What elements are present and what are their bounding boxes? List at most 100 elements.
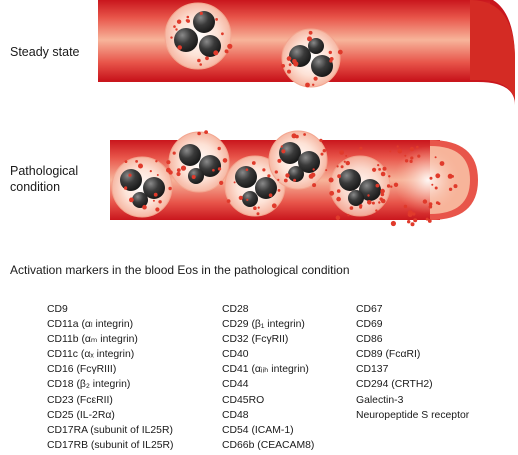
granule-dot <box>246 198 249 201</box>
granule-dot <box>319 138 323 142</box>
granule-dot <box>410 156 414 160</box>
granule-dot <box>336 189 341 193</box>
granule-dot <box>138 163 143 169</box>
granule-dot <box>219 180 224 185</box>
granule-dot <box>212 168 215 172</box>
marker-item: CD54 (ICAM-1) <box>222 424 294 436</box>
granule-dot <box>325 169 328 172</box>
granule-dot <box>313 76 318 81</box>
granule-dot <box>262 168 266 172</box>
eosinophil-vessel-illustration <box>98 0 515 227</box>
marker-item: CD67 <box>356 304 383 315</box>
granule-dot <box>451 175 454 178</box>
granule-dot <box>308 173 314 179</box>
granule-dot <box>322 149 326 153</box>
granule-dot <box>197 58 201 63</box>
granule-dot <box>286 56 292 61</box>
granule-dot <box>307 36 312 42</box>
granule-dot <box>149 170 152 173</box>
granule-dot <box>359 146 363 151</box>
granule-dot <box>283 178 288 183</box>
marker-item: CD48 <box>222 409 249 421</box>
granule-dot <box>339 150 345 155</box>
granule-dot <box>403 204 408 209</box>
granule-dot <box>166 160 171 165</box>
granule-dot <box>153 192 158 197</box>
granule-dot <box>437 202 440 205</box>
granule-dot <box>274 170 278 174</box>
granule-dot <box>378 168 381 171</box>
eosinophil-granules <box>124 11 458 227</box>
granule-dot <box>185 19 189 22</box>
granule-dot <box>372 167 377 172</box>
granule-dot <box>427 219 432 223</box>
granule-dot <box>434 156 437 159</box>
granule-dot <box>176 168 181 173</box>
granule-dot <box>217 146 221 151</box>
granule-dot <box>337 49 343 55</box>
granule-dot <box>336 165 339 168</box>
granule-dot <box>390 185 393 188</box>
granule-dot <box>204 130 209 135</box>
granule-dot <box>180 165 187 171</box>
granule-dot <box>328 177 334 183</box>
granule-dot <box>173 25 176 28</box>
granule-dot <box>251 161 256 165</box>
marker-item: CD89 (FcαRI) <box>356 349 421 361</box>
granule-dot <box>213 50 219 56</box>
granule-dot <box>305 82 310 88</box>
granule-dot <box>380 192 385 197</box>
marker-item: CD137 <box>356 364 389 376</box>
granule-dot <box>199 63 202 66</box>
granule-dot <box>435 173 441 179</box>
granule-dot <box>413 218 418 223</box>
granule-dot <box>277 189 281 192</box>
granule-dot <box>199 11 203 15</box>
granule-dot <box>205 56 209 61</box>
granule-dot <box>295 134 299 139</box>
granule-dot <box>292 59 297 64</box>
granule-dot <box>345 160 350 166</box>
granule-dot <box>155 160 158 163</box>
eosinophil-steady-2 <box>281 28 341 88</box>
marker-item: CD11b (αₘ integrin) <box>47 334 138 346</box>
granule-dot <box>367 194 370 197</box>
granule-dot <box>277 158 282 163</box>
granule-dot <box>404 159 409 163</box>
marker-item: CD17RA (subunit of IL25R) <box>47 424 173 436</box>
marker-item: CD16 (FcγRIII) <box>47 364 117 376</box>
granule-dot <box>277 178 280 181</box>
granule-dot <box>293 178 297 182</box>
granule-dot <box>378 201 381 204</box>
granule-dot <box>267 174 271 178</box>
granule-dot <box>380 188 385 194</box>
granule-dot <box>380 171 386 177</box>
granule-dot <box>439 161 445 166</box>
granule-dot <box>280 145 283 148</box>
granule-dot <box>257 206 260 209</box>
marker-item: CD86 <box>356 334 383 346</box>
granule-dot <box>382 166 387 171</box>
granule-dot <box>377 164 380 167</box>
granule-dot <box>158 200 162 204</box>
granule-dot <box>347 214 350 217</box>
granule-dot <box>329 57 334 61</box>
granule-dot <box>388 175 391 178</box>
granule-dot <box>285 173 290 178</box>
markers-heading: Activation markers in the blood Eos in t… <box>10 263 350 277</box>
granule-dot <box>175 28 178 31</box>
granule-dot <box>271 203 277 209</box>
granule-dot <box>312 168 315 171</box>
granule-dot <box>291 133 297 139</box>
granule-dot <box>337 174 341 179</box>
granule-dot <box>288 63 292 67</box>
granule-dot <box>396 145 399 148</box>
granule-dot <box>336 196 341 202</box>
marker-item: CD11a (αₗ integrin) <box>47 319 134 331</box>
granule-dot <box>407 220 411 224</box>
granule-dot <box>129 197 134 203</box>
granule-dot <box>412 212 416 216</box>
